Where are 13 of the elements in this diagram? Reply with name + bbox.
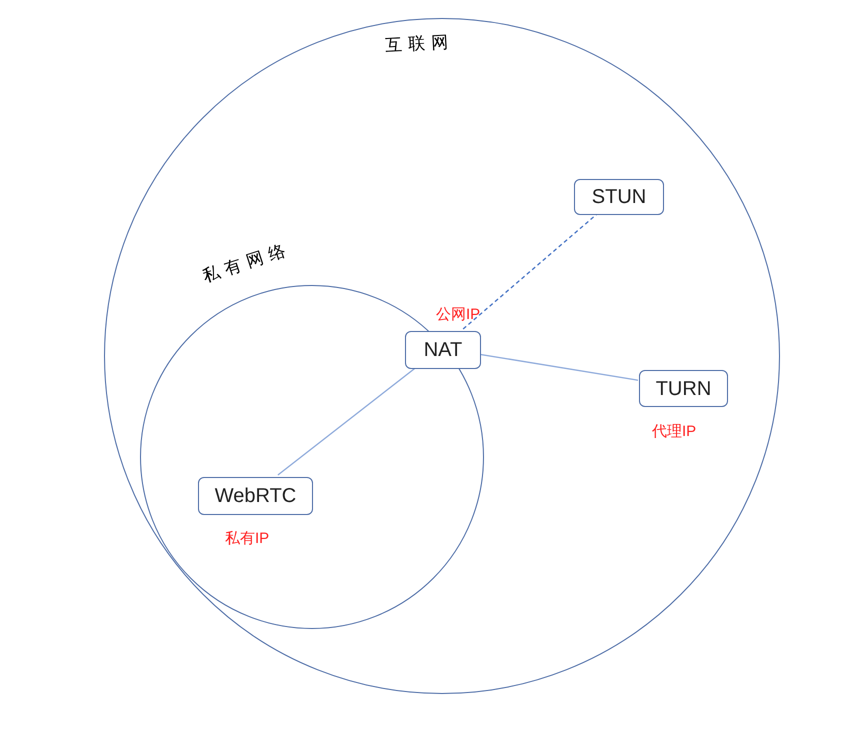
- node-label: NAT: [424, 338, 462, 363]
- node-label: TURN: [656, 376, 712, 402]
- connector-line: [478, 354, 638, 381]
- network-label: 私有网络: [199, 238, 295, 288]
- ip-label: 私有IP: [225, 529, 270, 549]
- dashed-connector: [462, 214, 598, 330]
- server-box: [574, 179, 664, 215]
- ip-label: 代理IP: [652, 422, 696, 442]
- ip-label: 公网IP: [436, 305, 480, 325]
- network-label: 互联网: [384, 31, 455, 57]
- node-label: WebRTC: [214, 484, 296, 509]
- connector-line: [278, 366, 417, 476]
- node-label: STUN: [592, 185, 646, 210]
